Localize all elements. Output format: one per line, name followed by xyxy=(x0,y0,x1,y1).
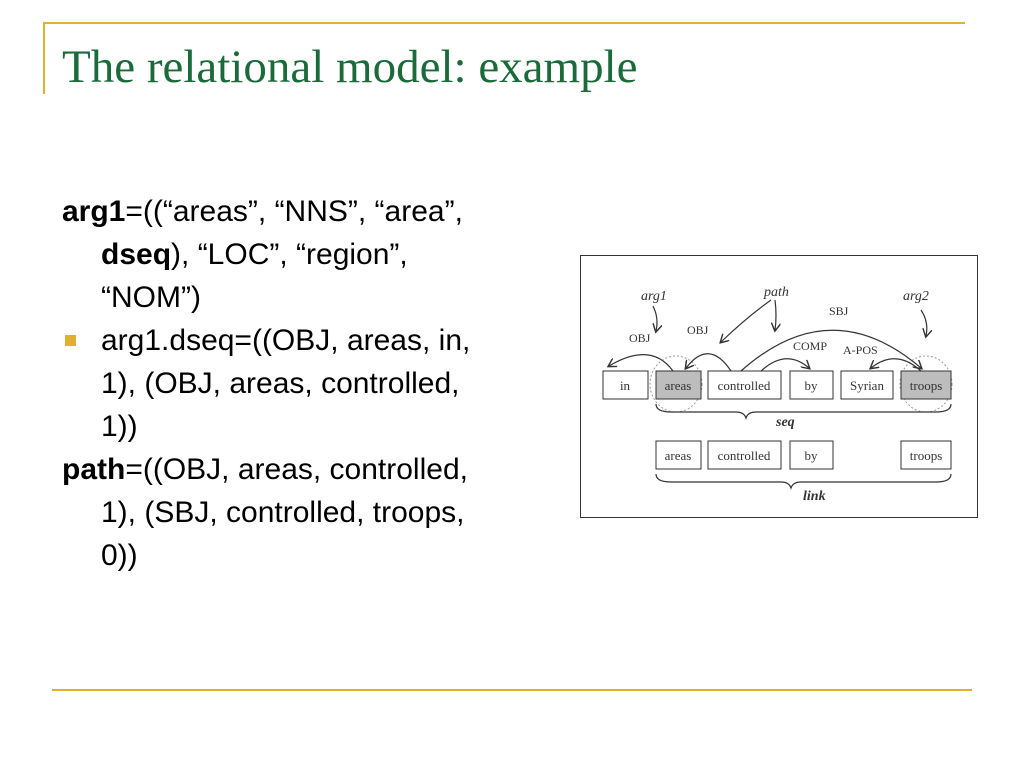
row1-box-troops xyxy=(900,370,952,400)
row1-box-syrian xyxy=(840,370,894,400)
bullet-line-1: arg1.dseq=((OBJ, areas, in, xyxy=(101,324,471,357)
row2-box-troops xyxy=(900,440,952,470)
path-paragraph: path=((OBJ, areas, controlled, 1), (SBJ,… xyxy=(62,448,562,577)
row1-word-5: Syrian xyxy=(850,378,884,393)
dseq-bullet: arg1.dseq=((OBJ, areas, in, 1), (OBJ, ar… xyxy=(62,319,562,448)
bullet-square-icon xyxy=(65,335,76,346)
path-text-3: 0)) xyxy=(101,539,138,572)
row2-word-1: areas xyxy=(665,448,692,463)
comp-label: COMP xyxy=(793,339,827,353)
bullet-line-2: 1), (OBJ, areas, controlled, xyxy=(101,367,460,400)
slide-body: arg1=((“areas”, “NNS”, “area”, dseq), “L… xyxy=(62,190,562,577)
bullet-line-3: 1)) xyxy=(101,410,138,443)
dependency-figure: in areas controlled by Syrian troops are… xyxy=(580,255,978,518)
row1-word-2: areas xyxy=(665,378,692,393)
seq-brace xyxy=(655,403,952,420)
arg1-pointer xyxy=(653,305,657,331)
row1-box-controlled xyxy=(707,370,782,400)
comp-arc xyxy=(760,358,809,372)
path-figure-label: path xyxy=(763,285,789,300)
obj-arc-in xyxy=(609,354,674,372)
path-text-1: =((OBJ, areas, controlled, xyxy=(125,453,468,486)
apos-label: A-POS xyxy=(843,343,878,357)
top-horizontal-rule xyxy=(43,22,965,24)
arg1-text-3: “NOM”) xyxy=(101,281,201,314)
seq-label: seq xyxy=(775,415,795,430)
link-label: link xyxy=(803,489,826,504)
path-pointer-left xyxy=(721,299,772,342)
dependency-diagram: in areas controlled by Syrian troops are… xyxy=(602,285,953,504)
row2-word-3: by xyxy=(805,448,819,463)
apos-arc xyxy=(871,358,922,372)
bottom-rule xyxy=(52,689,972,691)
row2-word-2: controlled xyxy=(718,448,771,463)
row2-box-areas xyxy=(655,440,702,470)
arg1-text-1: =((“areas”, “NNS”, “area”, xyxy=(125,195,463,228)
obj-label-1: OBJ xyxy=(629,331,651,345)
arg1-paragraph: arg1=((“areas”, “NNS”, “area”, dseq), “L… xyxy=(62,190,562,319)
arg1-label: arg1 xyxy=(62,195,126,228)
row2-word-4: troops xyxy=(910,448,943,463)
row2-box-by xyxy=(789,440,834,470)
arg1-highlight-circle xyxy=(649,355,703,413)
top-left-vertical-rule xyxy=(43,22,45,94)
row1-word-1: in xyxy=(620,378,631,393)
dseq-label: dseq xyxy=(101,238,172,271)
sbj-arc xyxy=(740,329,921,372)
arg2-pointer xyxy=(920,309,927,336)
arg2-figure-label: arg2 xyxy=(903,289,929,304)
path-text-2: 1), (SBJ, controlled, troops, xyxy=(101,496,465,529)
row1-box-by xyxy=(789,370,834,400)
row1-word-6: troops xyxy=(910,378,943,393)
obj-label-2: OBJ xyxy=(687,323,709,337)
row1-box-in xyxy=(602,370,649,400)
slide-title: The relational model: example xyxy=(62,41,638,93)
row1-word-3: controlled xyxy=(718,378,771,393)
row1-box-areas xyxy=(655,370,702,400)
path-pointer-down xyxy=(775,299,776,330)
row2-box-controlled xyxy=(707,440,782,470)
link-brace xyxy=(655,473,952,490)
arg2-highlight-circle xyxy=(899,355,953,413)
path-label: path xyxy=(62,453,126,486)
arg1-text-2: ), “LOC”, “region”, xyxy=(171,238,408,271)
arg1-figure-label: arg1 xyxy=(641,289,667,304)
row1-word-4: by xyxy=(805,378,819,393)
sbj-label: SBJ xyxy=(829,304,849,318)
obj-arc-areas xyxy=(686,353,732,372)
